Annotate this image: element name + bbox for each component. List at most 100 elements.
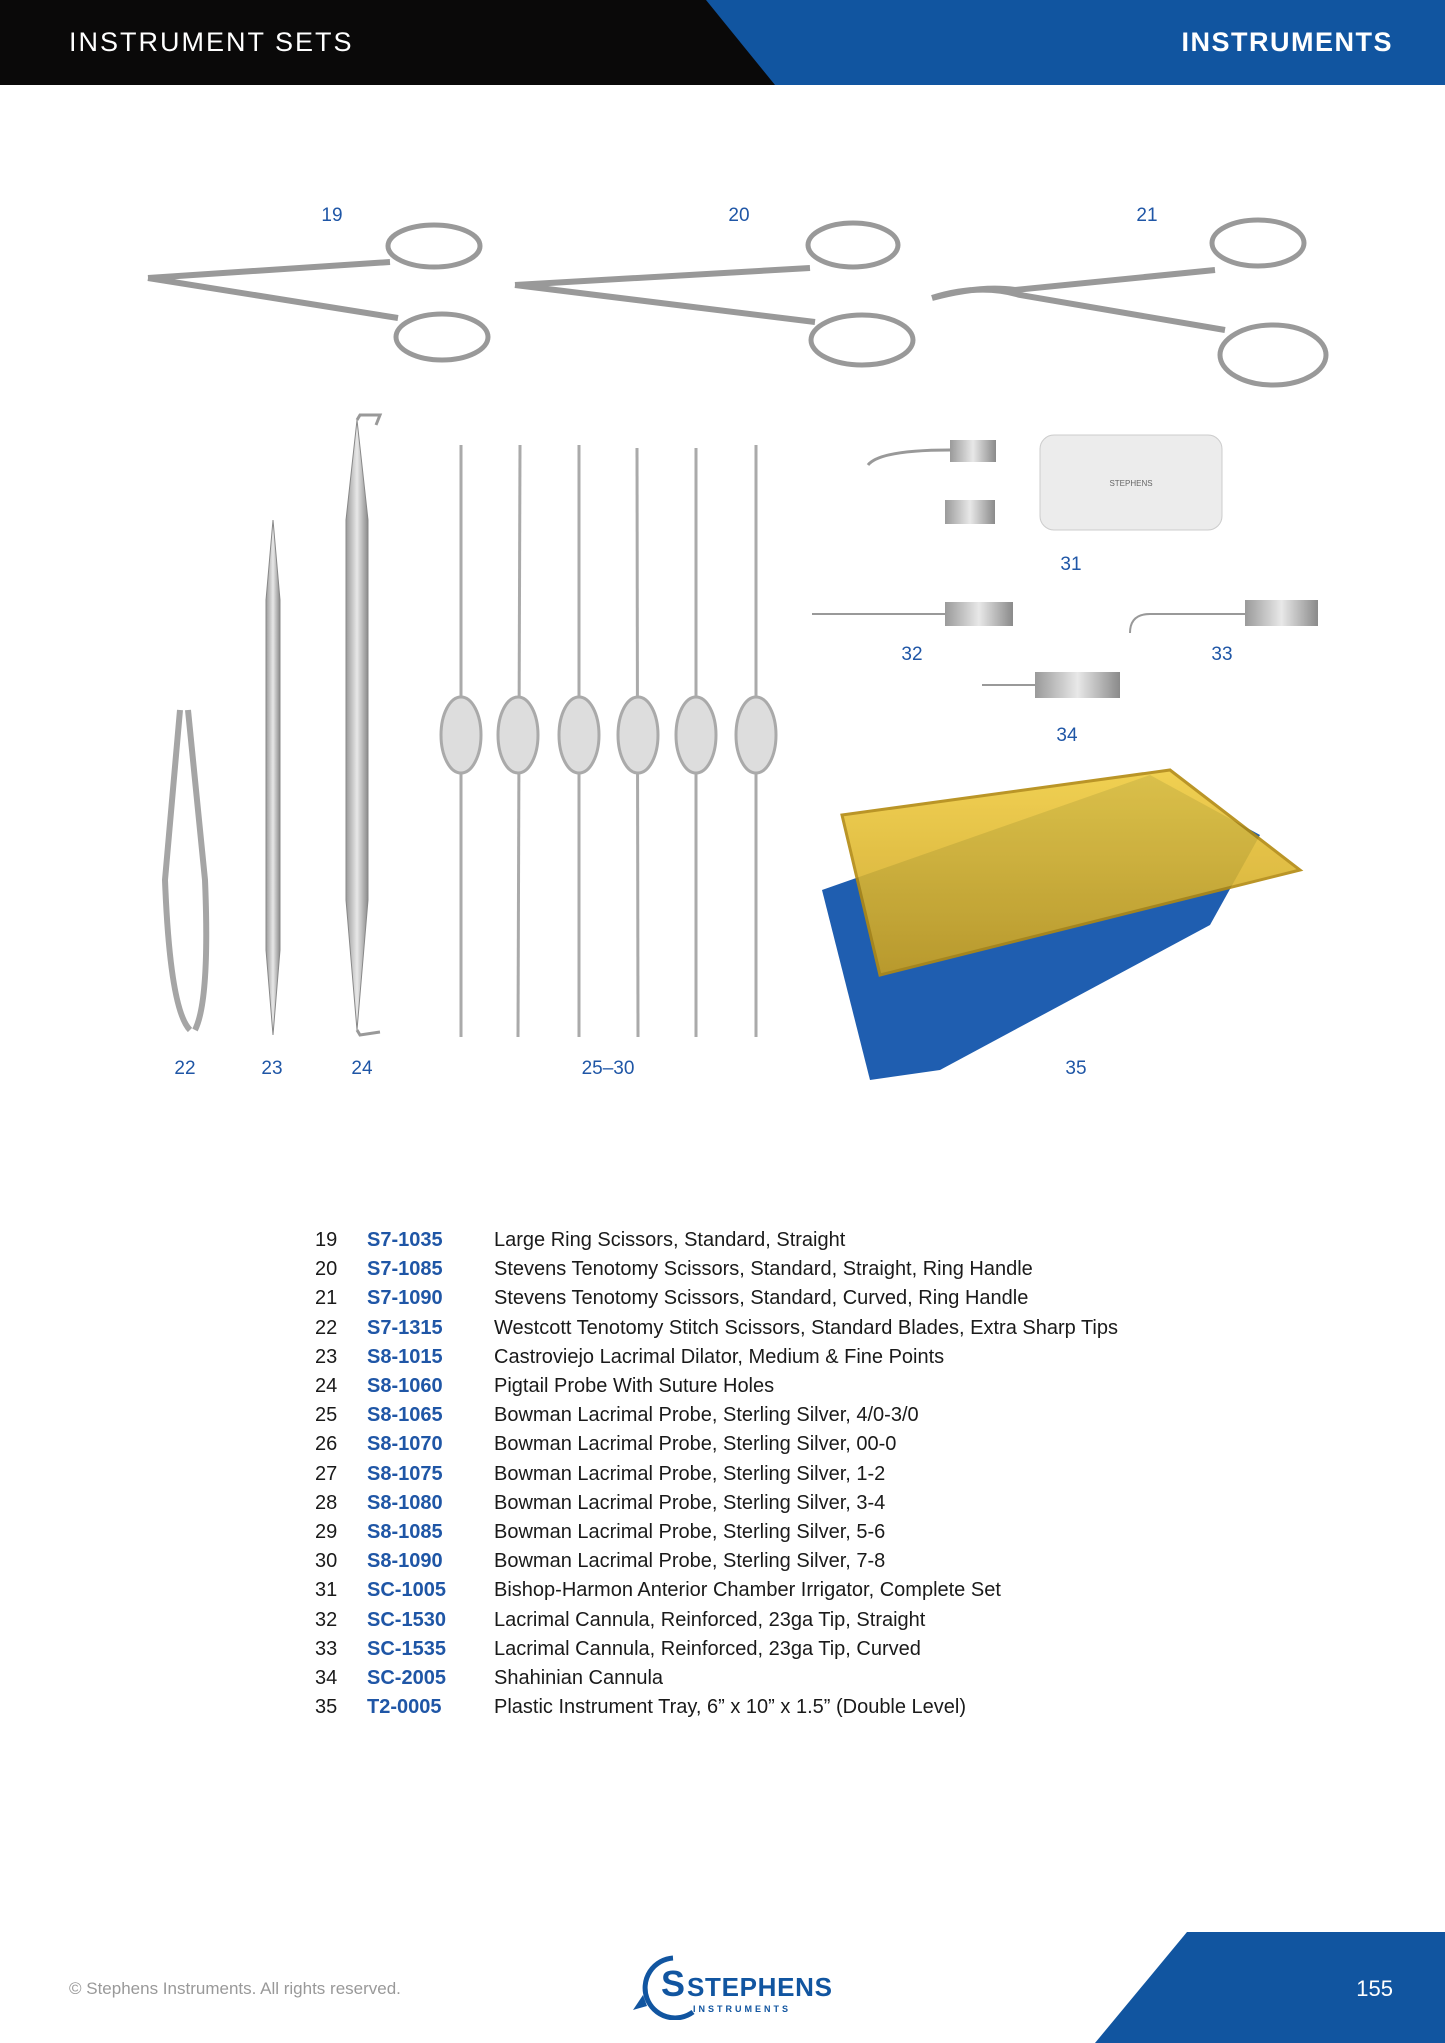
irrigator-31-image: STEPHENS <box>866 434 1223 531</box>
header-background <box>0 0 1445 85</box>
item-description: Shahinian Cannula <box>494 1666 664 1689</box>
westcott-scissors-22-image <box>161 709 210 1033</box>
item-description: Plastic Instrument Tray, 6” x 10” x 1.5”… <box>494 1696 967 1719</box>
product-row: 29 S8-1085 Bowman Lacrimal Probe, Sterli… <box>315 1518 1118 1547</box>
figure-label-34: 34 <box>1056 725 1078 746</box>
figure-label-31: 31 <box>1060 554 1082 575</box>
item-description: Lacrimal Cannula, Reinforced, 23ga Tip, … <box>494 1637 921 1660</box>
item-description: Bowman Lacrimal Probe, Sterling Silver, … <box>494 1433 897 1456</box>
item-code: SC-1005 <box>367 1579 446 1602</box>
dilator-23-image <box>265 519 281 1036</box>
cannula-32-image <box>812 602 1013 626</box>
item-code: S8-1065 <box>367 1404 443 1427</box>
item-number: 34 <box>315 1666 338 1689</box>
item-code: S7-1090 <box>367 1287 443 1310</box>
item-description: Large Ring Scissors, Standard, Straight <box>494 1229 846 1252</box>
item-code: S8-1070 <box>367 1433 443 1456</box>
item-number: 19 <box>315 1229 338 1252</box>
figure-label-19: 19 <box>321 205 343 226</box>
item-number: 28 <box>315 1491 338 1514</box>
product-row: 19 S7-1035 Large Ring Scissors, Standard… <box>315 1226 1118 1255</box>
item-code: S8-1060 <box>367 1375 443 1398</box>
item-number: 30 <box>315 1550 338 1573</box>
item-number: 22 <box>315 1316 338 1339</box>
product-row: 28 S8-1080 Bowman Lacrimal Probe, Sterli… <box>315 1489 1118 1518</box>
page-header: INSTRUMENT SETS INSTRUMENTS <box>0 0 1445 85</box>
item-number: 27 <box>315 1462 338 1485</box>
product-row: 21 S7-1090 Stevens Tenotomy Scissors, St… <box>315 1284 1118 1313</box>
product-row: 20 S7-1085 Stevens Tenotomy Scissors, St… <box>315 1255 1118 1284</box>
svg-text:S: S <box>661 1963 685 2004</box>
item-code: S8-1080 <box>367 1491 443 1514</box>
item-number: 21 <box>315 1287 338 1310</box>
product-row: 33 SC-1535 Lacrimal Cannula, Reinforced,… <box>315 1635 1118 1664</box>
figure-label-25-30: 25–30 <box>581 1058 635 1079</box>
figure-label-33: 33 <box>1211 644 1233 665</box>
shahinian-cannula-34-image <box>982 672 1120 698</box>
figure-label-23: 23 <box>261 1058 283 1079</box>
product-row: 30 S8-1090 Bowman Lacrimal Probe, Sterli… <box>315 1547 1118 1576</box>
page-number: 155 <box>1356 1976 1393 2001</box>
product-row: 24 S8-1060 Pigtail Probe With Suture Hol… <box>315 1372 1118 1401</box>
figure-label-32: 32 <box>901 644 923 665</box>
item-code: SC-1530 <box>367 1608 446 1631</box>
item-number: 25 <box>315 1404 338 1427</box>
item-number: 35 <box>315 1696 338 1719</box>
item-description: Stevens Tenotomy Scissors, Standard, Str… <box>494 1258 1033 1281</box>
copyright-text: © Stephens Instruments. All rights reser… <box>69 1979 401 1998</box>
item-code: S8-1085 <box>367 1520 443 1543</box>
item-description: Lacrimal Cannula, Reinforced, 23ga Tip, … <box>494 1608 926 1631</box>
figure-label-35: 35 <box>1065 1058 1087 1079</box>
product-illustrations: STEPHENS 19 20 21 22 23 24 25–30 31 32 3… <box>0 150 1445 1150</box>
product-row: 35 T2-0005 Plastic Instrument Tray, 6” x… <box>315 1693 1118 1722</box>
item-description: Bowman Lacrimal Probe, Sterling Silver, … <box>494 1491 886 1514</box>
product-row: 31 SC-1005 Bishop-Harmon Anterior Chambe… <box>315 1576 1118 1605</box>
item-number: 31 <box>315 1579 338 1602</box>
scissors-20-image <box>514 220 916 368</box>
item-number: 26 <box>315 1433 338 1456</box>
item-description: Bowman Lacrimal Probe, Sterling Silver, … <box>494 1520 886 1543</box>
svg-text:STEPHENS: STEPHENS <box>1109 479 1152 488</box>
item-code: S8-1090 <box>367 1550 443 1573</box>
svg-text:STEPHENS: STEPHENS <box>687 1972 832 2002</box>
product-row: 32 SC-1530 Lacrimal Cannula, Reinforced,… <box>315 1605 1118 1634</box>
item-number: 20 <box>315 1258 338 1281</box>
figure-label-21: 21 <box>1136 205 1158 226</box>
product-row: 34 SC-2005 Shahinian Cannula <box>315 1664 1118 1693</box>
item-code: S8-1015 <box>367 1345 443 1368</box>
product-row: 26 S8-1070 Bowman Lacrimal Probe, Sterli… <box>315 1430 1118 1459</box>
product-row: 25 S8-1065 Bowman Lacrimal Probe, Sterli… <box>315 1401 1118 1430</box>
item-number: 23 <box>315 1345 338 1368</box>
figure-label-20: 20 <box>728 205 750 226</box>
item-description: Bowman Lacrimal Probe, Sterling Silver, … <box>494 1404 919 1427</box>
figure-label-24: 24 <box>351 1058 373 1079</box>
scissors-21-image <box>931 217 1329 388</box>
footer-background <box>1095 1932 1445 2043</box>
item-description: Stevens Tenotomy Scissors, Standard, Cur… <box>494 1287 1029 1310</box>
item-code: T2-0005 <box>367 1696 442 1719</box>
scissors-19-image <box>147 222 491 363</box>
svg-text:INSTRUMENTS: INSTRUMENTS <box>693 2004 791 2014</box>
item-code: S7-1315 <box>367 1316 443 1339</box>
pigtail-probe-24-image <box>345 413 383 1037</box>
item-number: 33 <box>315 1637 338 1660</box>
item-description: Westcott Tenotomy Stitch Scissors, Stand… <box>494 1316 1118 1339</box>
item-description: Bowman Lacrimal Probe, Sterling Silver, … <box>494 1550 886 1573</box>
category-title: INSTRUMENTS <box>1181 27 1393 57</box>
item-number: 24 <box>315 1375 338 1398</box>
figure-label-22: 22 <box>174 1058 196 1079</box>
instrument-tray-35-image <box>822 768 1304 1080</box>
stephens-logo: S STEPHENS INSTRUMENTS <box>633 1950 848 2025</box>
product-row: 27 S8-1075 Bowman Lacrimal Probe, Sterli… <box>315 1460 1118 1489</box>
item-code: SC-2005 <box>367 1666 446 1689</box>
item-description: Bishop-Harmon Anterior Chamber Irrigator… <box>494 1579 1001 1602</box>
product-row: 23 S8-1015 Castroviejo Lacrimal Dilator,… <box>315 1343 1118 1372</box>
item-code: SC-1535 <box>367 1637 446 1660</box>
item-description: Castroviejo Lacrimal Dilator, Medium & F… <box>494 1345 945 1368</box>
item-description: Bowman Lacrimal Probe, Sterling Silver, … <box>494 1462 886 1485</box>
item-description: Pigtail Probe With Suture Holes <box>494 1375 775 1398</box>
product-row: 22 S7-1315 Westcott Tenotomy Stitch Scis… <box>315 1314 1118 1343</box>
bowman-probes-25-30-image <box>439 444 778 1038</box>
section-title: INSTRUMENT SETS <box>69 27 354 57</box>
item-code: S7-1085 <box>367 1258 443 1281</box>
